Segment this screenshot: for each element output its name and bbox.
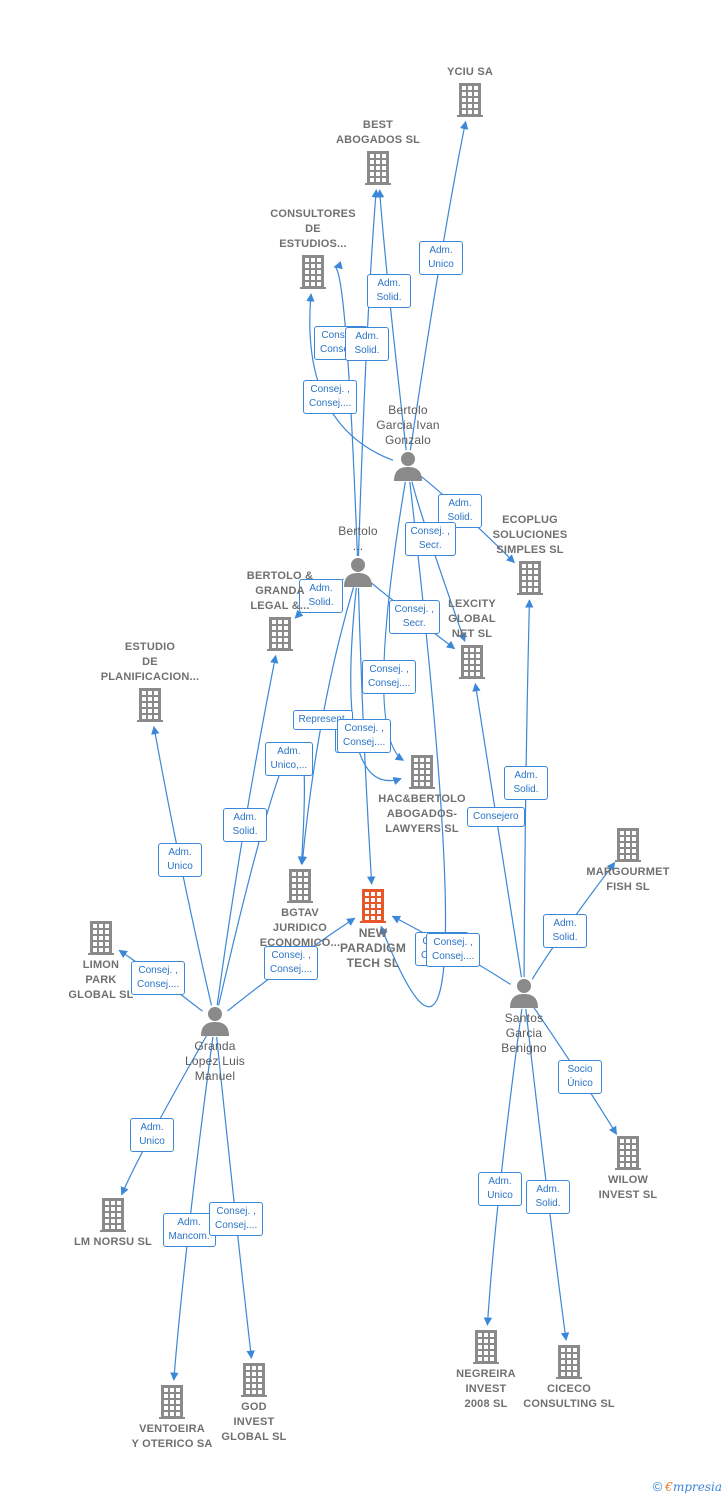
node-label: BGTAV JURIDICO ECONOMICO...	[259, 907, 341, 949]
node-lexcity[interactable]: LEXCITY GLOBAL NET SL	[407, 597, 537, 682]
edge-santos-negreira	[483, 1008, 523, 1326]
node-label: BERTOLO & GRANDA LEGAL &...	[246, 570, 314, 612]
person-icon	[201, 1007, 229, 1036]
building-icon	[159, 1385, 185, 1419]
node-wilow[interactable]: WILOW INVEST SL	[563, 1133, 693, 1203]
main-company-icon	[360, 889, 386, 923]
node-label: Bertolo ...	[338, 524, 378, 553]
edge-label[interactable]: Adm. Solid.	[345, 327, 389, 361]
node-yciu[interactable]: YCIU SA	[405, 65, 535, 120]
edge-label[interactable]: Adm. Unico	[478, 1172, 522, 1206]
building-icon	[473, 1330, 499, 1364]
edge-label[interactable]: Consej. , Secr.	[388, 600, 440, 634]
node-label: Bertolo Garcia Ivan Gonzalo	[376, 403, 440, 447]
edge-label[interactable]: Consej. , Consej....	[264, 946, 319, 980]
node-label: NEW PARADIGM TECH SL	[339, 926, 407, 970]
node-label: MARGOURMET FISH SL	[586, 866, 670, 893]
node-label: CICECO CONSULTING SL	[523, 1383, 615, 1410]
node-label: CONSULTORES DE ESTUDIOS...	[270, 208, 356, 250]
node-label: YCIU SA	[446, 66, 494, 78]
brand-logo-e: €	[665, 1480, 673, 1494]
node-granda[interactable]: Granda Lopez Luis Manuel	[150, 1003, 280, 1084]
person-icon	[510, 979, 538, 1008]
edge-label[interactable]: Consej. , Consej....	[337, 719, 392, 753]
building-icon	[241, 1363, 267, 1397]
building-icon	[365, 151, 391, 185]
node-label: GOD INVEST GLOBAL SL	[221, 1401, 287, 1443]
node-consultores[interactable]: CONSULTORES DE ESTUDIOS...	[248, 207, 378, 292]
edge-label[interactable]: Adm. Mancom.	[162, 1213, 216, 1247]
building-icon	[556, 1345, 582, 1379]
node-label: ESTUDIO DE PLANIFICACION...	[100, 641, 200, 683]
edge-granda-god	[216, 1036, 255, 1359]
node-limon[interactable]: LIMON PARK GLOBAL SL	[36, 918, 166, 1003]
edge-label[interactable]: Consej. , Consej....	[209, 1202, 264, 1236]
node-ecoplug[interactable]: ECOPLUG SOLUCIONES SIMPLES SL	[465, 513, 595, 598]
node-bertolo2[interactable]: Bertolo ...	[293, 524, 423, 590]
node-label: BEST ABOGADOS SL	[335, 119, 421, 146]
person-icon	[344, 558, 372, 587]
node-bertolo_granda[interactable]: BERTOLO & GRANDA LEGAL &...	[215, 569, 345, 654]
edge-label[interactable]: Consej. , Consej....	[362, 660, 417, 694]
brand-watermark: ©€mpresia	[653, 1479, 722, 1494]
edge-label[interactable]: Consej. , Secr.	[404, 522, 456, 556]
node-negreira[interactable]: NEGREIRA INVEST 2008 SL	[421, 1327, 551, 1412]
building-icon	[267, 617, 293, 651]
node-lmnorsu[interactable]: LM NORSU SL	[48, 1195, 178, 1250]
building-icon	[615, 828, 641, 862]
building-icon	[459, 645, 485, 679]
building-icon	[300, 255, 326, 289]
edge-label[interactable]: Adm. Solid.	[504, 766, 548, 800]
node-santos[interactable]: Santos Garcia Benigno	[459, 975, 589, 1056]
edge-label[interactable]: Adm. Unico,...	[264, 742, 314, 776]
node-label: Santos Garcia Benigno	[501, 1011, 547, 1055]
edge-label[interactable]: Adm. Unico	[130, 1118, 174, 1152]
node-label: Granda Lopez Luis Manuel	[184, 1039, 246, 1083]
node-bertolo_ivan[interactable]: Bertolo Garcia Ivan Gonzalo	[343, 403, 473, 484]
edge-label[interactable]: Socio Único	[558, 1060, 602, 1094]
node-estudio[interactable]: ESTUDIO DE PLANIFICACION...	[85, 640, 215, 725]
edge-label[interactable]: Consej. , Consej....	[131, 961, 186, 995]
copyright-symbol: ©	[652, 1479, 663, 1494]
edge-label[interactable]: Adm. Solid.	[367, 274, 411, 308]
building-icon	[615, 1136, 641, 1170]
building-icon	[88, 921, 114, 955]
brand-logo-text: mpresia	[672, 1480, 722, 1494]
node-label: LEXCITY GLOBAL NET SL	[448, 598, 496, 640]
building-icon	[100, 1198, 126, 1232]
building-icon	[457, 83, 483, 117]
node-label: LM NORSU SL	[74, 1236, 152, 1248]
building-icon	[409, 755, 435, 789]
node-label: LIMON PARK GLOBAL SL	[68, 959, 134, 1001]
edge-label[interactable]: Consejero	[467, 807, 525, 827]
edge-label[interactable]: Consej. , Consej....	[303, 380, 358, 414]
edge-granda-ventoeira	[170, 1036, 214, 1381]
node-margourmet[interactable]: MARGOURMET FISH SL	[563, 825, 693, 895]
node-label: ECOPLUG SOLUCIONES SIMPLES SL	[492, 514, 568, 556]
edge-santos-ciceco	[525, 1008, 570, 1342]
edge-label[interactable]: Adm. Solid.	[299, 579, 343, 613]
person-icon	[394, 452, 422, 481]
node-god[interactable]: GOD INVEST GLOBAL SL	[189, 1360, 319, 1445]
node-label: WILOW INVEST SL	[598, 1174, 658, 1201]
edge-label[interactable]: Consej. , Consej....	[426, 933, 481, 967]
node-label: VENTOEIRA Y OTERICO SA	[131, 1423, 213, 1450]
edge-label[interactable]: Adm. Solid.	[526, 1180, 570, 1214]
node-bgtav[interactable]: BGTAV JURIDICO ECONOMICO...	[235, 866, 365, 951]
building-icon	[287, 869, 313, 903]
node-label: NEGREIRA INVEST 2008 SL	[456, 1368, 516, 1410]
edge-label[interactable]: Adm. Unico	[419, 241, 463, 275]
node-newparadigm[interactable]: NEW PARADIGM TECH SL	[308, 886, 438, 971]
edge-label[interactable]: Adm. Solid.	[543, 914, 587, 948]
edge-label[interactable]: Adm. Unico	[158, 843, 202, 877]
building-icon	[137, 688, 163, 722]
node-hacbertolo[interactable]: HAC&BERTOLO ABOGADOS- LAWYERS SL	[357, 752, 487, 837]
node-best[interactable]: BEST ABOGADOS SL	[313, 118, 443, 188]
node-ventoeira[interactable]: VENTOEIRA Y OTERICO SA	[107, 1382, 237, 1452]
building-icon	[517, 561, 543, 595]
node-ciceco[interactable]: CICECO CONSULTING SL	[504, 1342, 634, 1412]
edge-label[interactable]: Adm. Solid.	[223, 808, 267, 842]
node-label: HAC&BERTOLO ABOGADOS- LAWYERS SL	[378, 793, 466, 835]
